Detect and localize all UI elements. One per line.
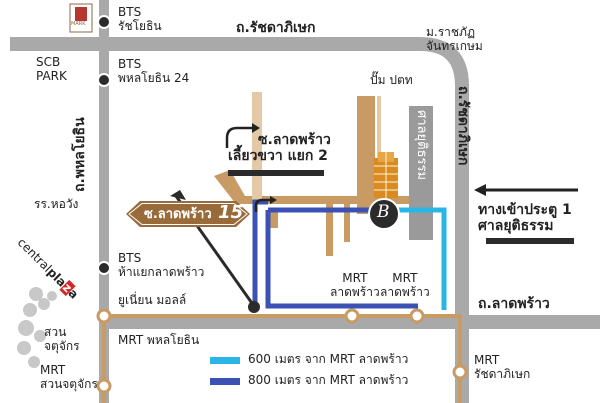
chatuchak-park-label: สวน จตุจักร [44, 325, 80, 353]
mrt-ladprao-1-label: MRT ลาดพร้าว [330, 271, 380, 299]
logo-text: MARK [71, 21, 86, 27]
court-label: ศาลยุติธรรม [414, 110, 429, 181]
legend-800m-label: 800 เมตร จาก MRT ลาดพร้าว [248, 373, 409, 387]
howang-label: รร.หอวัง [34, 197, 79, 211]
brand-mark: B [377, 202, 390, 222]
mrt-phahonyothin-label: MRT พหลโยธิน [118, 333, 200, 347]
road-phahonyothin-label: ถ.พหลโยธิน [72, 117, 88, 192]
bts-stations [97, 15, 111, 275]
road-ratchadaphisek-right-label: ถ.รัชดาภิเษก [455, 86, 471, 166]
soi-sign-label: ซ.ลาดพร้าว 15 [144, 202, 244, 223]
road-ladprao-label: ถ.ลาดพร้าว [478, 296, 550, 312]
gate-text: ทางเข้าประตู 1 ศาลยุติธรรม [478, 202, 572, 235]
turn-right-arrow-1 [225, 126, 252, 148]
road-ratchadaphisek [10, 37, 469, 403]
brand-mark-bg [368, 198, 400, 230]
legend-swatch-600 [210, 357, 240, 364]
ptt-label: ปั๊ม ปตท [370, 73, 413, 87]
union-mall-label: ยูเนี่ยน มอลล์ [118, 293, 187, 307]
legend-600m-label: 600 เมตร จาก MRT ลาดพร้าว [248, 352, 409, 366]
court-building [409, 106, 433, 240]
park-trees [17, 287, 57, 368]
bts-ratchayothin-label: BTS รัชโยธิน [118, 5, 162, 33]
gate-underline [486, 238, 574, 244]
mrt-chatuchak-label: MRT สวนจตุจักร [40, 363, 98, 391]
union-mall-dot [248, 301, 260, 313]
road-ratchadaphisek-top-label: ถ.รัชดาภิเษก [236, 20, 316, 36]
soi-sign-bg [126, 201, 250, 227]
turn-right-arrow-2 [254, 198, 270, 212]
bts-haeyaek-label: BTS ห้าแยกลาดพร้าว [118, 251, 205, 279]
legend-swatch-800 [210, 378, 240, 385]
route-600m [386, 207, 447, 310]
scb-park-label: SCB PARK [36, 55, 67, 83]
condo-tower [374, 152, 398, 198]
mrt-stations [96, 308, 468, 394]
route-800m [252, 199, 418, 309]
bts-phahonyothin24-label: BTS พหลโยธิน 24 [118, 57, 190, 85]
mrt-ladprao-2-label: MRT ลาดพร้าว [380, 271, 430, 299]
chandrakasem-label: ม.ราชภัฏ จันทรเกษม [426, 25, 483, 53]
mrt-ratchadaphisek-label: MRT รัชดาภิเษก [474, 353, 531, 381]
direction-text: ซ.ลาดพร้าว เลี้ยวขวา แยก 2 [228, 132, 331, 165]
direction-underline [228, 170, 324, 176]
